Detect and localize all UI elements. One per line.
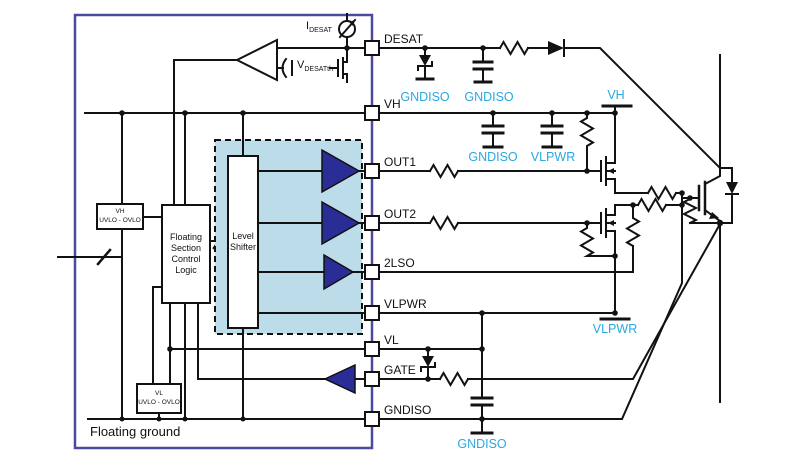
pin-vh [364,105,380,121]
out2-resistor [428,215,460,231]
pin-label-desat: DESAT [384,32,424,46]
floating-logic-block [161,204,211,304]
vh-uvlo-text: VH UVLO - OVLO [97,204,143,229]
pin-vlpwr [364,305,380,321]
vh-uvlo-line1: VH [115,208,125,216]
vl-gate-zener [422,356,434,367]
net-label-vlpwr-supply: VLPWR [592,322,638,336]
pin-desat [364,40,380,56]
pin-out2 [364,215,380,231]
desat-diode [548,41,564,55]
pin-gate [364,371,380,387]
out2-buffer [321,200,361,246]
floating-ground-label: Floating ground [90,424,181,439]
vdesat-label-sub: DESATth [304,66,333,74]
vl-net [169,348,483,380]
upper-mosfet-arrow [608,168,614,174]
ic-pins [364,40,380,427]
gate-series-resistor [438,371,470,387]
igbt-emitter-arrow [709,212,719,219]
pin-label-vlpwr: VLPWR [384,297,427,311]
pin-label-vh: VH [384,97,401,111]
pin-vl [364,341,380,357]
buffers [321,148,361,395]
desat-protection [415,47,494,84]
bus-slash [96,248,112,266]
idesat-label-sub: DESAT [309,27,332,35]
desat-cap [472,60,494,71]
floating-logic-line3: Control [171,254,201,264]
two-lso-buffer [323,253,355,291]
idesat-arrowhead [349,20,355,26]
igbt-stage [681,54,739,403]
level-shifter-line1: Level [232,230,254,241]
net-label-vlpwr-vh: VLPWR [530,150,576,164]
input-bus [57,248,123,266]
freewheel-diode [726,182,738,194]
vh-uvlo-line2: UVLO - OVLO [99,216,141,224]
out1-buffer [321,148,361,194]
vl-uvlo-line1: VL [155,390,163,398]
level-shifter-line2: Shifter [229,242,256,252]
vl-uvlo-text: VL UVLO - OVLO [137,384,181,413]
vh-net [84,104,633,420]
vl-decoupling [470,348,494,420]
two-lso-net [257,204,641,273]
pin-label-vl: VL [384,333,399,347]
out1-resistor [428,163,460,179]
vh-cap-vlpwr [540,124,564,135]
net-label-vh-supply: VH [607,88,625,102]
gate-on-resistor [646,185,678,201]
pin-label-out2: OUT2 [384,207,417,221]
vl-uvlo-block [136,383,182,414]
floating-logic-line1: Floating [169,231,203,242]
junction-dots [119,45,724,422]
region-wires [242,140,365,334]
logic-wires [142,216,229,420]
gate-off-resistor [636,197,668,213]
idesat-current-source [338,13,357,49]
pin-out1 [364,163,380,179]
idesat-label-main: I [306,20,310,32]
comparator-output-wire [173,59,238,206]
lower-mosfet-arrow [608,220,614,226]
vdesat-label: VDESATth [297,59,333,73]
gate-net [197,222,722,387]
vdesat-label-main: V [297,59,305,71]
net-label-gndiso-vh: GNDISO [468,150,518,164]
gate-pullup-resistor [579,112,595,172]
net-label-gndiso-desat-2: GNDISO [464,90,514,104]
pin-label-gate: GATE [384,363,416,377]
idesat-label: IDESAT [306,20,332,34]
net-label-gndiso-bottom: GNDISO [457,437,507,451]
pin-label-2lso: 2LSO [384,256,415,270]
floating-logic-line4: Logic [175,265,197,276]
two-lso-resistor [625,204,641,248]
vl-uvlo-line2: UVLO - OVLO [138,398,180,406]
blocks [96,203,211,414]
vl-cap [470,396,494,407]
vh-cap-gndiso [481,124,505,135]
floating-logic-text: Floating Section Control Logic [162,205,210,303]
vdesat-reference [281,57,288,79]
desat-discharge-switch [329,47,348,83]
net-label-gndiso-desat-1: GNDISO [400,90,450,104]
pin-label-out1: OUT1 [384,155,417,169]
ic-boundary [73,13,374,450]
pin-2lso [364,264,380,280]
pin-label-gndiso: GNDISO [384,403,432,417]
pin-gndiso [364,411,380,427]
level-shifter-text: Level Shifter [226,222,260,262]
gate-sense-buffer [323,363,356,395]
floating-logic-line2: Section [170,242,202,253]
gate-emitter-resistor [681,197,699,225]
desat-net [276,39,722,170]
desat-resistor [498,40,530,56]
gate-pulldown-resistor [579,222,616,257]
vh-uvlo-block [96,203,144,230]
desat-zener [419,55,431,66]
desat-comparator [173,38,293,206]
